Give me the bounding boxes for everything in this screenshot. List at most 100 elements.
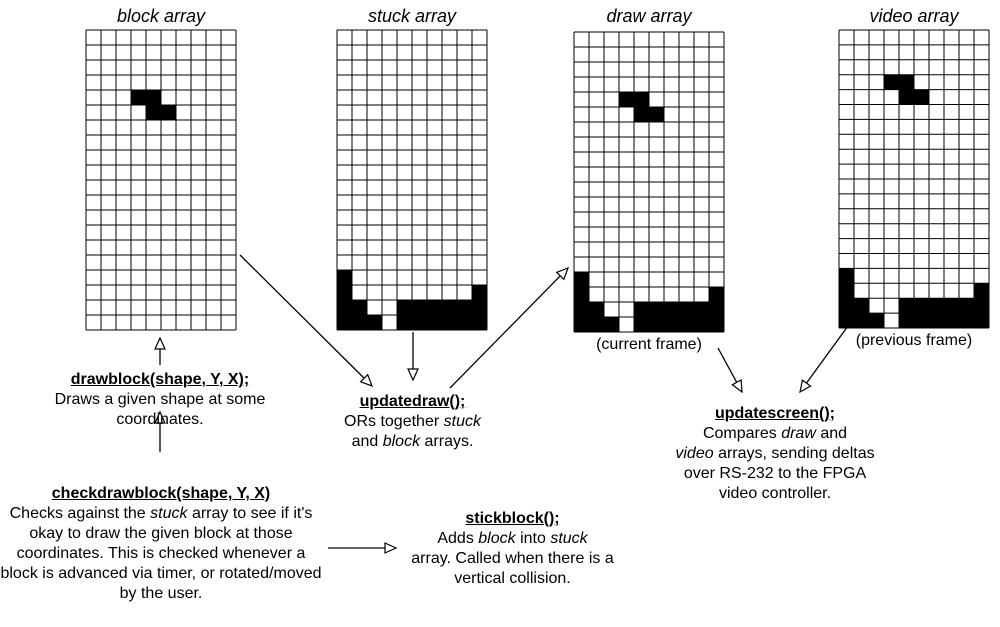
stuck-filled-cell (472, 300, 487, 315)
video-filled-cell (974, 298, 989, 314)
draw-filled-cell (634, 92, 649, 107)
block-filled-cell (146, 105, 161, 120)
video-filled-cell (944, 298, 959, 314)
updatescreen-function-name: updatescreen(); (714, 405, 836, 422)
draw-filled-cell (709, 302, 724, 317)
block-array-title: block array (116, 6, 206, 26)
draw-filled-cell (649, 302, 664, 317)
draw-filled-cell (589, 317, 604, 332)
stuck-filled-cell (442, 300, 457, 315)
checkdrawblock-description: checkdrawblock(shape, Y, X) Checks again… (0, 484, 322, 604)
video-filled-cell (914, 89, 929, 105)
video-filled-cell (854, 298, 869, 314)
video-filled-cell (899, 74, 914, 90)
stuck-filled-cell (397, 315, 412, 330)
video-filled-cell (839, 313, 854, 328)
arrow-video-to-updatescreen-head (799, 379, 812, 394)
video-filled-cell (899, 298, 914, 314)
drawblock-text: Draws a given shape at some coordinates. (54, 391, 266, 428)
stuck-filled-cell (337, 300, 352, 315)
arrow-updatedraw-to-draw-head (555, 266, 570, 281)
draw-filled-cell (709, 287, 724, 302)
draw-filled-cell (649, 107, 664, 122)
draw-filled-cell (694, 302, 709, 317)
video-filled-cell (914, 313, 929, 328)
arrow-block-to-updatedraw-head (359, 373, 374, 388)
draw-filled-cell (574, 302, 589, 317)
stuck-filled-cell (457, 300, 472, 315)
stuck-filled-cell (352, 315, 367, 330)
draw-filled-cell (619, 92, 634, 107)
arrow-stuck-to-updatedraw-head (407, 368, 419, 382)
stuck-filled-cell (352, 300, 367, 315)
arrow-drawblock-to-block-array-head (154, 336, 166, 350)
video-filled-cell (914, 298, 929, 314)
stuck-filled-cell (472, 285, 487, 300)
stuck-filled-cell (397, 300, 412, 315)
video-filled-cell (899, 313, 914, 328)
video-filled-cell (929, 313, 944, 328)
draw-filled-cell (664, 302, 679, 317)
stuck-filled-cell (367, 315, 382, 330)
stuck-filled-cell (412, 315, 427, 330)
arrow-checkdraw-to-drawblock-head (154, 410, 166, 424)
stuck-filled-cell (337, 270, 352, 285)
draw-filled-cell (634, 302, 649, 317)
video-filled-cell (884, 74, 899, 90)
arrow-video-to-updatescreen (805, 325, 849, 384)
video-filled-cell (959, 313, 974, 328)
updatescreen-text: Compares draw and video arrays, sending … (675, 425, 875, 502)
draw-filled-cell (679, 302, 694, 317)
video-filled-cell (869, 313, 884, 328)
video-filled-cell (929, 298, 944, 314)
block-filled-cell (161, 105, 176, 120)
stuck-filled-cell (442, 315, 457, 330)
checkdrawblock-text: Checks against the stuck array to see if… (0, 505, 322, 602)
arrow-draw-to-updatescreen (717, 347, 738, 383)
video-filled-cell (899, 89, 914, 105)
draw-filled-cell (634, 317, 649, 332)
block-filled-cell (146, 90, 161, 105)
video-array-title: video array (869, 6, 959, 26)
checkdrawblock-function-name: checkdrawblock(shape, Y, X) (51, 485, 271, 502)
block-filled-cell (131, 90, 146, 105)
video-filled-cell (839, 298, 854, 314)
stuck-filled-cell (412, 300, 427, 315)
drawblock-function-name: drawblock(shape, Y, X); (70, 371, 250, 388)
draw-filled-cell (589, 302, 604, 317)
stuck-filled-cell (427, 315, 442, 330)
draw-array-title: draw array (606, 6, 692, 26)
video-filled-cell (854, 313, 869, 328)
stuck-filled-cell (337, 315, 352, 330)
stickblock-function-name: stickblock(); (465, 510, 560, 527)
drawblock-description: drawblock(shape, Y, X); Draws a given sh… (10, 370, 310, 430)
arrow-draw-to-updatescreen-head (731, 378, 743, 394)
draw-filled-cell (574, 317, 589, 332)
stuck-filled-cell (472, 315, 487, 330)
draw-filled-cell (574, 272, 589, 287)
stuck-filled-cell (427, 300, 442, 315)
video-filled-cell (974, 283, 989, 299)
arrow-block-to-updatedraw (239, 254, 365, 379)
arrow-checkdraw-to-stickblock-head (384, 542, 398, 554)
video-filled-cell (839, 268, 854, 284)
draw-filled-cell (649, 317, 664, 332)
draw-filled-cell (634, 107, 649, 122)
previous-frame-label: (previous frame) (855, 332, 973, 349)
updatescreen-description: updatescreen(); Compares draw and video … (675, 404, 875, 504)
current-frame-label: (current frame) (596, 336, 702, 353)
draw-filled-cell (679, 317, 694, 332)
arrow-updatedraw-to-draw (449, 275, 561, 389)
stuck-filled-cell (457, 315, 472, 330)
draw-filled-cell (664, 317, 679, 332)
video-filled-cell (959, 298, 974, 314)
updatedraw-function-name: updatedraw(); (359, 393, 466, 410)
draw-filled-cell (574, 287, 589, 302)
draw-filled-cell (694, 317, 709, 332)
video-filled-cell (839, 283, 854, 299)
